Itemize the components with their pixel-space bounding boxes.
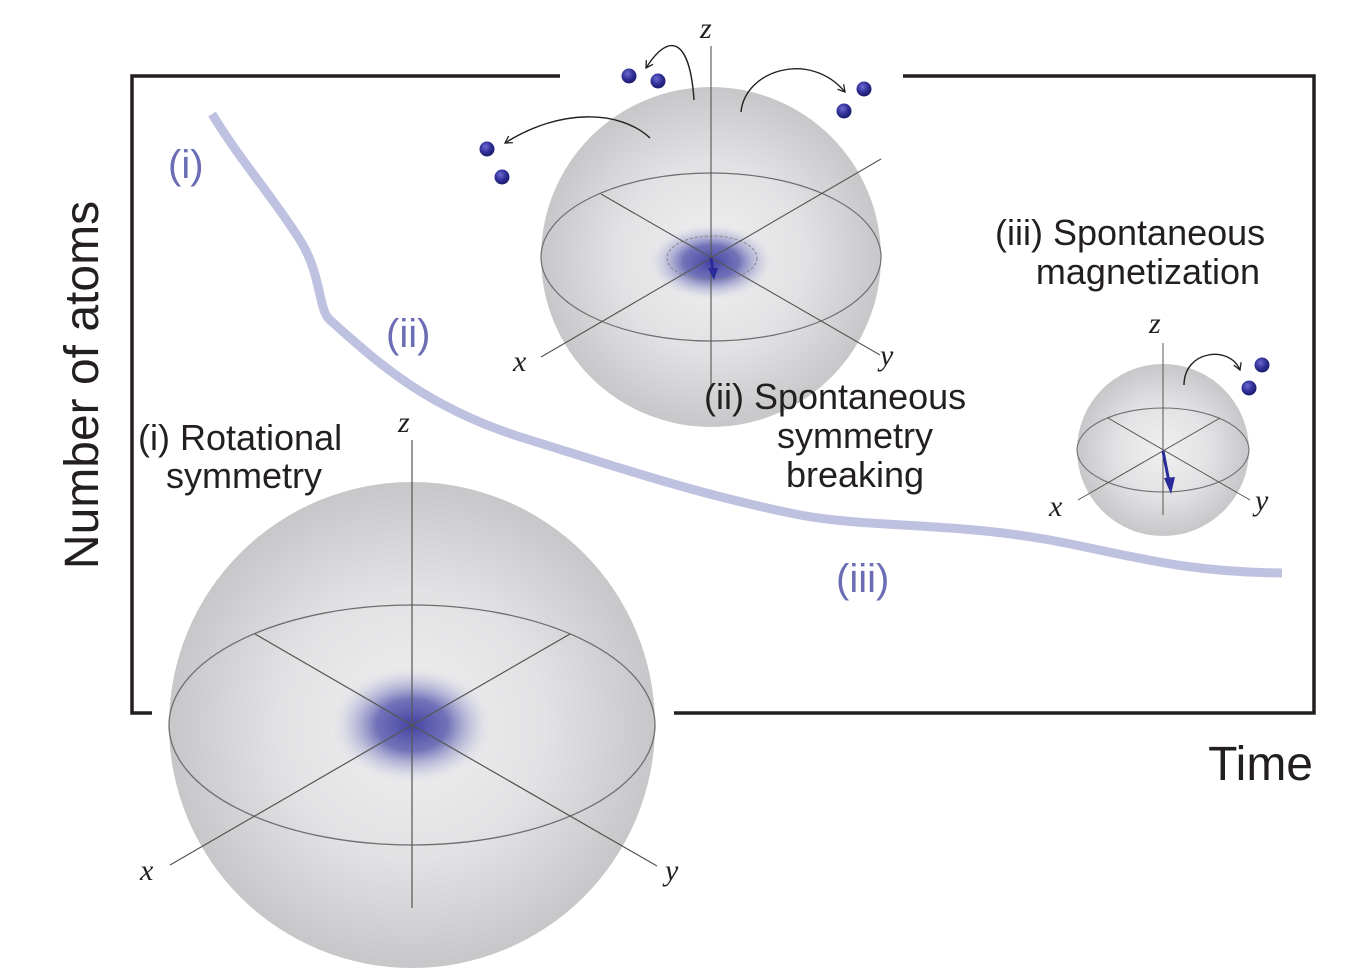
- atom: [494, 169, 510, 185]
- frame-right: [674, 74, 1316, 715]
- stage-label-ii: (ii): [386, 312, 430, 356]
- stage-label-iii: (iii): [836, 557, 889, 601]
- frame-left: [130, 74, 560, 715]
- dashed-orbit-ii: [666, 235, 758, 281]
- atom: [1241, 380, 1257, 396]
- escape-arrow-right: [740, 68, 846, 113]
- y-label-ii: y: [877, 339, 894, 372]
- x-axis-label: Time: [1208, 738, 1313, 791]
- atom: [479, 141, 495, 157]
- atom: [1254, 357, 1270, 373]
- x-axis-i: [169, 724, 413, 866]
- y-axis-i: [411, 724, 658, 867]
- panel-i-bloch-sphere: z x y: [139, 406, 679, 968]
- escape-arrow-iii: [1183, 353, 1242, 386]
- atom: [650, 73, 666, 89]
- panel-iii-bloch-sphere: z x y: [1048, 307, 1270, 536]
- atom: [856, 81, 872, 97]
- y-axis-iii: [1107, 417, 1251, 501]
- y-axis-label: Number of atoms: [56, 201, 109, 569]
- escape-arrow-left: [503, 116, 651, 144]
- caption-i-line2: symmetry: [166, 455, 322, 496]
- x-label-ii: x: [512, 345, 527, 378]
- caption-i-line1: (i) Rotational: [138, 417, 342, 458]
- atom: [621, 68, 637, 84]
- y-label-i: y: [662, 854, 679, 887]
- z-label-iii: z: [1148, 307, 1161, 340]
- magnetization-vector: [1161, 450, 1171, 483]
- x-label-iii: x: [1048, 490, 1063, 523]
- atom: [836, 103, 852, 119]
- y-label-iii: y: [1252, 484, 1269, 517]
- plot-frame: [130, 74, 1316, 715]
- stage-label-i: (i): [168, 143, 204, 187]
- caption-iii-line1: (iii) Spontaneous: [995, 212, 1265, 253]
- magnetization-vector-head: [1164, 477, 1175, 494]
- caption-ii-line1: (ii) Spontaneous: [704, 376, 966, 417]
- caption-ii-line3: breaking: [786, 454, 924, 495]
- panel-ii-bloch-sphere: z x y: [479, 12, 894, 427]
- z-label-i: z: [397, 406, 410, 439]
- escape-arrow-top: [645, 44, 695, 101]
- x-axis-iii: [1077, 417, 1221, 501]
- y-axis-ii: [600, 193, 881, 356]
- caption-ii-line2: symmetry: [777, 415, 933, 456]
- z-label-ii: z: [699, 12, 712, 45]
- spin-vector-head-ii: [708, 268, 718, 280]
- caption-iii-line2: magnetization: [1036, 251, 1260, 292]
- atom-number-curve: [208, 111, 1283, 578]
- x-label-i: x: [139, 854, 154, 887]
